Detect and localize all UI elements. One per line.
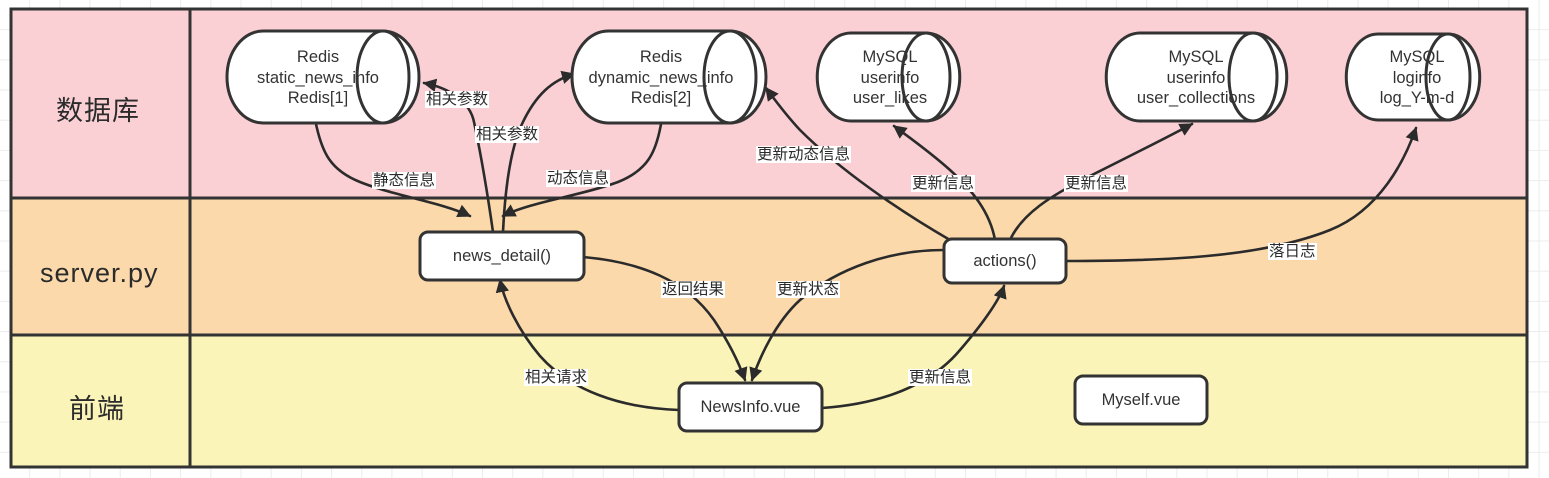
edge-request — [495, 278, 681, 412]
edge-label-static-info: 静态信息 — [372, 172, 437, 189]
edge-label-update-collections: 更新信息 — [1064, 175, 1129, 192]
edge-label-request: 相关请求 — [524, 369, 589, 386]
edge-label-update-likes: 更新信息 — [911, 175, 976, 192]
node-mysql-user-likes[interactable] — [815, 31, 962, 123]
edge-static-info — [314, 122, 472, 218]
edge-label-update-dynamic: 更新动态信息 — [756, 146, 852, 163]
node-newsinfo-vue[interactable] — [677, 381, 824, 433]
edge-label-update-state: 更新状态 — [776, 281, 841, 298]
band-label-frontend: 前端 — [69, 394, 125, 424]
band-label-server: server.py — [40, 258, 159, 288]
edge-label-params-static: 相关参数 — [425, 91, 490, 108]
edge-log — [1064, 126, 1419, 263]
band-server — [9, 196, 1529, 337]
edge-return-result — [581, 255, 748, 382]
edge-label-update-info: 更新信息 — [908, 369, 973, 386]
node-mysql-user-collections[interactable] — [1104, 31, 1289, 123]
edge-params-static — [422, 78, 495, 234]
edge-label-return-result: 返回结果 — [661, 281, 726, 298]
node-redis-dynamic[interactable] — [570, 29, 768, 125]
edge-label-dynamic-info: 动态信息 — [546, 170, 611, 187]
node-news-detail[interactable] — [418, 230, 586, 282]
edge-dynamic-info — [501, 122, 663, 218]
node-mysql-loginfo[interactable] — [1344, 32, 1482, 122]
node-myself-vue[interactable] — [1073, 374, 1209, 426]
node-redis-static[interactable] — [225, 29, 421, 125]
edge-update-likes — [892, 124, 997, 242]
edge-update-info — [820, 284, 1007, 410]
edge-label-log: 落日志 — [1268, 243, 1317, 260]
edge-params-dynamic — [501, 70, 576, 234]
band-label-database: 数据库 — [56, 96, 140, 126]
node-actions[interactable] — [942, 237, 1068, 285]
edge-label-params-dynamic: 相关参数 — [475, 126, 540, 143]
